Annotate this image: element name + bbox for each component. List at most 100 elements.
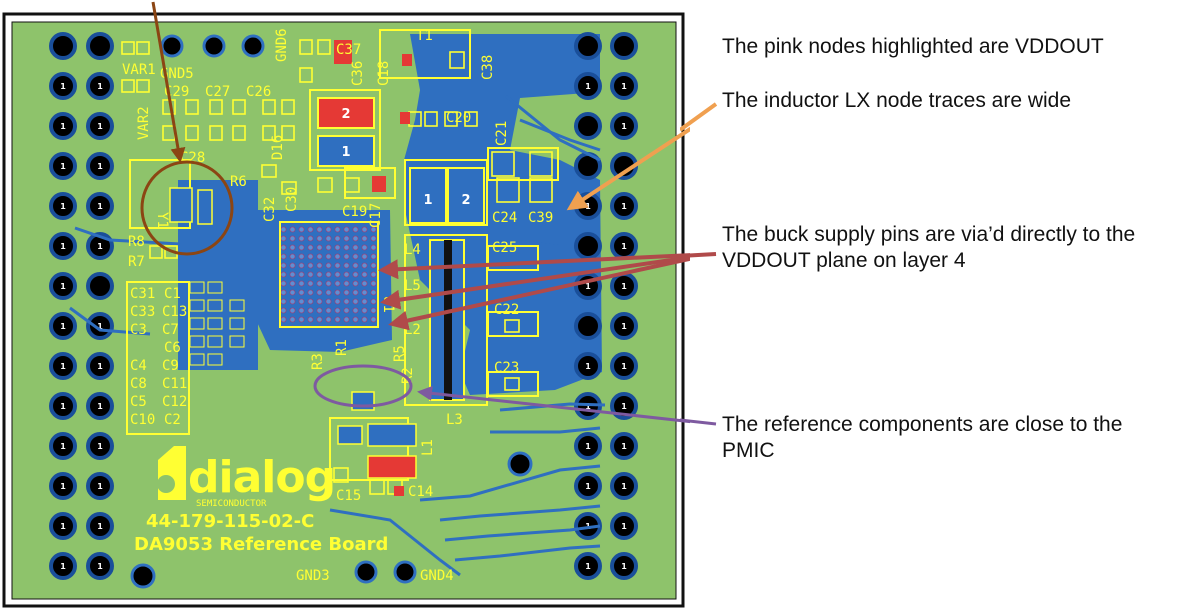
- svg-text:1: 1: [60, 242, 66, 251]
- annotation-reference-line2: PMIC: [722, 439, 775, 462]
- designator-c31: C31: [130, 286, 155, 302]
- svg-text:1: 1: [97, 402, 103, 411]
- svg-text:1: 1: [60, 562, 66, 571]
- left-cap-column: [189, 281, 245, 366]
- svg-text:1: 1: [60, 522, 66, 531]
- designator-c3: C3: [130, 322, 147, 338]
- designator-l4: L4: [404, 242, 421, 258]
- designator-var2: VAR2: [136, 106, 152, 140]
- designator-c17: C17: [368, 203, 384, 228]
- designator-c38: C38: [480, 55, 496, 80]
- svg-text:1: 1: [621, 322, 627, 331]
- designator-gnd3: GND3: [296, 568, 330, 584]
- designator-c37: C37: [336, 42, 361, 58]
- annotation-vddout-nodes: The pink nodes highlighted are VDDOUT: [722, 35, 1104, 58]
- right-header-pins: [574, 32, 638, 580]
- svg-text:1: 1: [621, 82, 627, 91]
- svg-text:1: 1: [621, 522, 627, 531]
- svg-text:1: 1: [585, 562, 591, 571]
- designator-r7: R7: [128, 254, 145, 270]
- designator-c11: C11: [162, 376, 187, 392]
- svg-text:1: 1: [60, 402, 66, 411]
- svg-text:1: 1: [60, 162, 66, 171]
- annotation-arrow-tails: [680, 102, 718, 426]
- logo-subtext: SEMICONDUCTOR: [196, 499, 267, 509]
- logo-text: dialog: [188, 452, 335, 503]
- designator-r5: R5: [392, 345, 408, 362]
- svg-text:1: 1: [97, 522, 103, 531]
- designator-c5: C5: [130, 394, 147, 410]
- designator-c6: C6: [164, 340, 181, 356]
- designator-c18: C18: [376, 61, 392, 86]
- annotation-buck-pins-line2: VDDOUT plane on layer 4: [722, 249, 966, 272]
- component-pad-numbers: 2 1 1 2: [341, 107, 470, 208]
- designator-c14: C14: [408, 484, 433, 500]
- designator-l2: L2: [404, 322, 421, 338]
- svg-text:1: 1: [97, 162, 103, 171]
- svg-text:1: 1: [621, 242, 627, 251]
- designator-c30: C30: [284, 187, 300, 212]
- pmic-bga: [279, 221, 379, 328]
- designator-r8: R8: [128, 234, 145, 250]
- svg-text:1: 1: [97, 562, 103, 571]
- svg-text:1: 1: [621, 442, 627, 451]
- designator-d16: D16: [270, 135, 286, 160]
- svg-text:1: 1: [585, 402, 591, 411]
- designator-gnd4: GND4: [420, 568, 454, 584]
- svg-text:1: 1: [621, 282, 627, 291]
- svg-text:1: 1: [621, 362, 627, 371]
- designator-c1: C1: [164, 286, 181, 302]
- designator-c21: C21: [494, 121, 510, 146]
- pcb-board-diagram: 1 1 1 1 1 1 1 1 1 1 1 1 1 1 1 1 1 1 1 1 …: [2, 1, 690, 608]
- designator-c32: C32: [262, 197, 278, 222]
- designator-r2: R2: [400, 367, 416, 384]
- crystal-pointer-arrow: [151, 1, 186, 163]
- svg-text:1: 1: [585, 282, 591, 291]
- svg-text:1: 1: [60, 122, 66, 131]
- svg-text:1: 1: [621, 482, 627, 491]
- svg-text:1: 1: [60, 362, 66, 371]
- designator-gnd5: GND5: [160, 66, 194, 82]
- pad-label: 2: [341, 107, 350, 122]
- ground-vias: [130, 34, 533, 589]
- designator-gnd6: GND6: [274, 28, 290, 62]
- svg-text:1: 1: [621, 402, 627, 411]
- designator-c9: C9: [162, 358, 179, 374]
- buck-pin-arrow-1: [378, 253, 690, 280]
- designator-c39: C39: [528, 210, 553, 226]
- svg-text:1: 1: [60, 282, 66, 291]
- svg-text:1: 1: [585, 82, 591, 91]
- designator-var1: VAR1: [122, 62, 156, 78]
- svg-text:1: 1: [97, 242, 103, 251]
- svg-text:1: 1: [585, 482, 591, 491]
- designator-l1: L1: [420, 439, 436, 456]
- designator-c15: C15: [336, 488, 361, 504]
- designator-c23: C23: [494, 360, 519, 376]
- svg-text:1: 1: [97, 122, 103, 131]
- designator-r3: R3: [310, 353, 326, 370]
- pad-label: 1: [341, 145, 350, 160]
- svg-text:1: 1: [60, 202, 66, 211]
- svg-text:1: 1: [621, 562, 627, 571]
- designator-c36: C36: [350, 61, 366, 86]
- header-pin-labels: 1 1 1 1 1 1 1 1 1 1 1 1 1 1 1 1 1 1 1 1 …: [60, 82, 627, 571]
- designator-r1: R1: [334, 339, 350, 356]
- designator-c7: C7: [162, 322, 179, 338]
- svg-text:1: 1: [97, 82, 103, 91]
- svg-text:1: 1: [585, 202, 591, 211]
- designator-c26: C26: [246, 84, 271, 100]
- designator-r6: R6: [230, 174, 247, 190]
- svg-text:1: 1: [60, 322, 66, 331]
- reference-highlight-ellipse: [313, 364, 413, 408]
- designator-t1: T1: [416, 28, 433, 44]
- svg-text:1: 1: [621, 122, 627, 131]
- crystal-highlight-circle: [140, 160, 234, 256]
- designator-l5: L5: [404, 278, 421, 294]
- designator-c4: C4: [130, 358, 147, 374]
- designator-c22: C22: [494, 302, 519, 318]
- designator-c27: C27: [205, 84, 230, 100]
- designator-c2: C2: [164, 412, 181, 428]
- annotation-lx-traces: The inductor LX node traces are wide: [722, 89, 1072, 112]
- svg-text:1: 1: [60, 482, 66, 491]
- designator-c12: C12: [162, 394, 187, 410]
